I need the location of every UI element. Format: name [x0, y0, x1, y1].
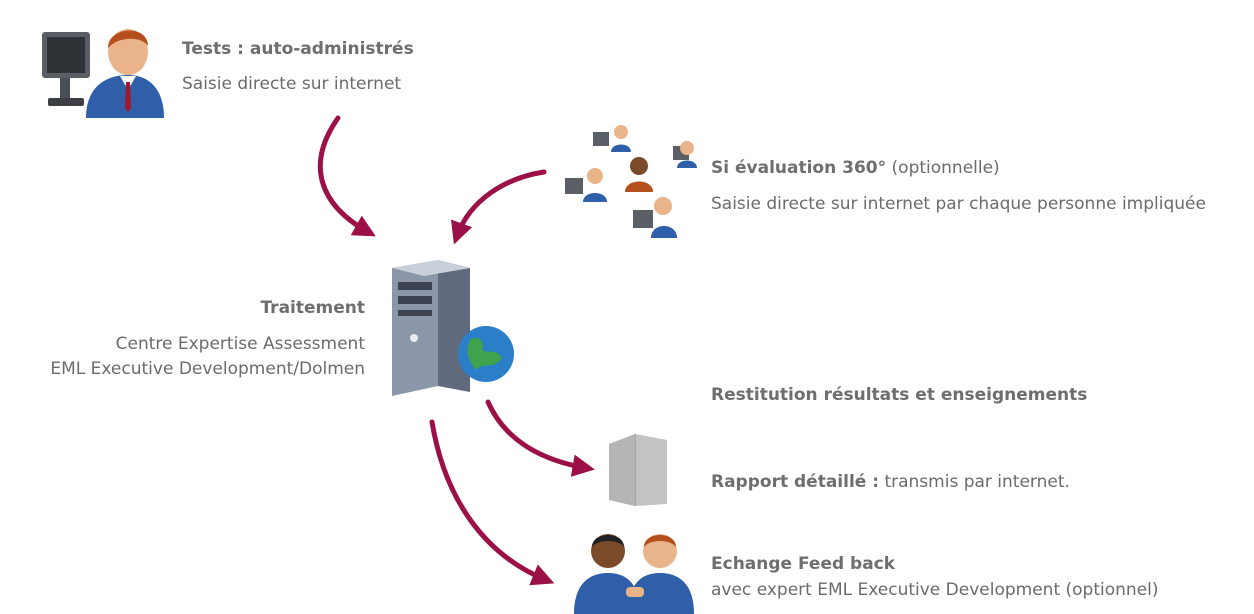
feedback-text: avec expert EML Executive Development (o…	[711, 580, 1159, 600]
arrow-360-to-server	[451, 169, 547, 245]
arrow-server-to-report	[485, 399, 595, 477]
arrow-server-to-feedback	[429, 419, 555, 586]
person-computer-icon	[42, 29, 164, 118]
people-group-icon	[565, 125, 697, 238]
evaluation360-subtitle: Saisie directe sur internet par chaque p…	[711, 194, 1206, 214]
tests-title: Tests : auto-administrés	[182, 39, 414, 59]
handshake-people-icon	[574, 534, 694, 614]
server-globe-icon	[392, 260, 514, 396]
evaluation360-suffix: (optionnelle)	[891, 158, 1000, 178]
traitement-line1: Centre Expertise Assessment	[115, 334, 365, 354]
rapport-title: Rapport détaillé :	[711, 472, 880, 492]
traitement-title: Traitement	[260, 298, 365, 318]
feedback-title: Echange Feed back	[711, 554, 896, 574]
rapport-text: transmis par internet.	[884, 472, 1070, 492]
arrow-tests-to-server	[317, 115, 376, 237]
report-document-icon	[609, 434, 667, 506]
evaluation360-title: Si évaluation 360°	[711, 158, 887, 178]
evaluation360-heading: Si évaluation 360° (optionnelle)	[711, 157, 1000, 179]
tests-subtitle: Saisie directe sur internet	[182, 74, 402, 94]
rapport-line: Rapport détaillé : transmis par internet…	[711, 471, 1070, 493]
restitution-title: Restitution résultats et enseignements	[711, 385, 1088, 405]
traitement-line2: EML Executive Development/Dolmen	[50, 359, 365, 379]
